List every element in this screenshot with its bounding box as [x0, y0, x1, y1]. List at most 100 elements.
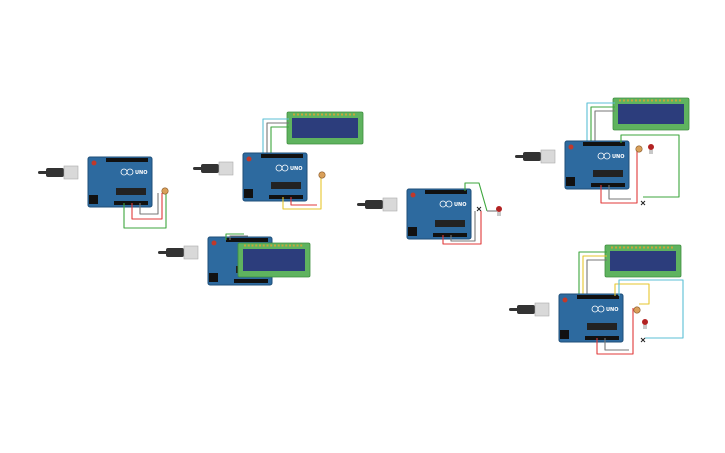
- lcd-pin: [333, 113, 335, 116]
- wire[interactable]: [608, 185, 631, 200]
- arduino-board-2[interactable]: UNO: [193, 111, 364, 210]
- wire[interactable]: [594, 110, 615, 143]
- wire-endpoint[interactable]: [640, 200, 646, 206]
- wire[interactable]: [618, 279, 684, 339]
- usb-connector[interactable]: [218, 161, 234, 176]
- wire[interactable]: [139, 193, 159, 215]
- usb-cable[interactable]: [193, 167, 203, 170]
- usb-plug[interactable]: [201, 164, 219, 173]
- wire[interactable]: [262, 118, 289, 155]
- usb-cable[interactable]: [357, 203, 367, 206]
- usb-plug[interactable]: [166, 248, 184, 257]
- digital-header[interactable]: [583, 142, 625, 146]
- reset-button[interactable]: [562, 297, 568, 303]
- potentiometer[interactable]: [161, 187, 169, 195]
- wire[interactable]: [270, 126, 289, 155]
- arduino-board-4[interactable]: UNO: [357, 182, 502, 245]
- analog-header[interactable]: [114, 201, 148, 205]
- digital-header[interactable]: [577, 295, 619, 299]
- wire[interactable]: [450, 211, 476, 242]
- wire-endpoint[interactable]: [476, 206, 482, 212]
- analog-header[interactable]: [234, 279, 268, 283]
- arduino-board-3[interactable]: UNO: [158, 233, 311, 286]
- usb-connector[interactable]: [183, 245, 199, 260]
- usb-cable[interactable]: [515, 155, 525, 158]
- usb-cable[interactable]: [158, 251, 168, 254]
- power-jack: [244, 189, 253, 198]
- potentiometer[interactable]: [633, 306, 641, 314]
- lcd-pin: [247, 244, 250, 247]
- lcd-screen[interactable]: [618, 104, 684, 124]
- wire[interactable]: [614, 283, 650, 305]
- wire[interactable]: [578, 251, 607, 296]
- wire[interactable]: [600, 147, 638, 204]
- wire[interactable]: [620, 134, 680, 198]
- usb-plug[interactable]: [365, 200, 383, 209]
- wire[interactable]: [464, 182, 488, 212]
- board-model-label: UNO: [290, 166, 303, 172]
- lcd-screen[interactable]: [610, 251, 676, 271]
- reset-button[interactable]: [246, 156, 252, 162]
- wire[interactable]: [596, 308, 634, 355]
- wire[interactable]: [586, 102, 615, 143]
- lcd-pin: [251, 244, 254, 247]
- lcd-pin: [321, 113, 323, 116]
- arduino-logo-icon: [603, 152, 611, 160]
- digital-header[interactable]: [106, 158, 148, 162]
- lcd-pin: [293, 113, 295, 116]
- digital-header[interactable]: [425, 190, 467, 194]
- analog-header[interactable]: [585, 336, 619, 340]
- lcd-pin: [259, 244, 261, 247]
- lcd-pin: [317, 113, 319, 116]
- wire-endpoint[interactable]: [640, 337, 646, 343]
- reset-button[interactable]: [410, 192, 416, 198]
- reset-button[interactable]: [568, 144, 574, 150]
- reset-button[interactable]: [211, 240, 217, 246]
- wire[interactable]: [229, 235, 248, 240]
- digital-header[interactable]: [226, 238, 268, 242]
- wire[interactable]: [590, 106, 615, 143]
- potentiometer[interactable]: [318, 171, 326, 179]
- wire[interactable]: [123, 193, 167, 229]
- usb-plug[interactable]: [517, 305, 535, 314]
- wire[interactable]: [290, 197, 317, 206]
- digital-header[interactable]: [261, 154, 303, 158]
- usb-connector[interactable]: [382, 197, 398, 212]
- usb-cable[interactable]: [509, 308, 519, 311]
- led[interactable]: [642, 319, 648, 325]
- wire[interactable]: [282, 177, 322, 210]
- lcd-screen[interactable]: [243, 249, 305, 271]
- lcd-screen[interactable]: [292, 118, 358, 138]
- potentiometer[interactable]: [635, 145, 643, 153]
- analog-header[interactable]: [269, 195, 303, 199]
- analog-header[interactable]: [433, 233, 467, 237]
- usb-connector[interactable]: [534, 302, 550, 317]
- arduino-logo-icon: [597, 305, 605, 313]
- wire[interactable]: [442, 211, 482, 245]
- led[interactable]: [496, 206, 502, 212]
- usb-plug[interactable]: [46, 168, 64, 177]
- analog-header[interactable]: [591, 183, 625, 187]
- lcd-pin: [619, 246, 621, 249]
- wire[interactable]: [225, 233, 244, 240]
- usb-connector[interactable]: [63, 165, 79, 180]
- usb-plug[interactable]: [523, 152, 541, 161]
- arduino-board-6[interactable]: UNO: [509, 244, 684, 355]
- arduino-board-5[interactable]: UNO: [515, 97, 690, 206]
- wire[interactable]: [582, 255, 607, 296]
- reset-button[interactable]: [91, 160, 97, 166]
- lcd-pin: [663, 246, 665, 249]
- wire[interactable]: [604, 338, 629, 351]
- board-model-label: UNO: [135, 170, 148, 176]
- wire[interactable]: [266, 122, 289, 155]
- power-jack: [209, 273, 218, 282]
- lcd-pin: [623, 99, 625, 102]
- lcd-pin: [270, 244, 273, 247]
- usb-connector[interactable]: [540, 149, 556, 164]
- wire[interactable]: [131, 193, 163, 220]
- led[interactable]: [648, 144, 654, 150]
- usb-cable[interactable]: [38, 171, 48, 174]
- arduino-board-1[interactable]: UNO: [38, 156, 169, 229]
- wire[interactable]: [586, 259, 607, 296]
